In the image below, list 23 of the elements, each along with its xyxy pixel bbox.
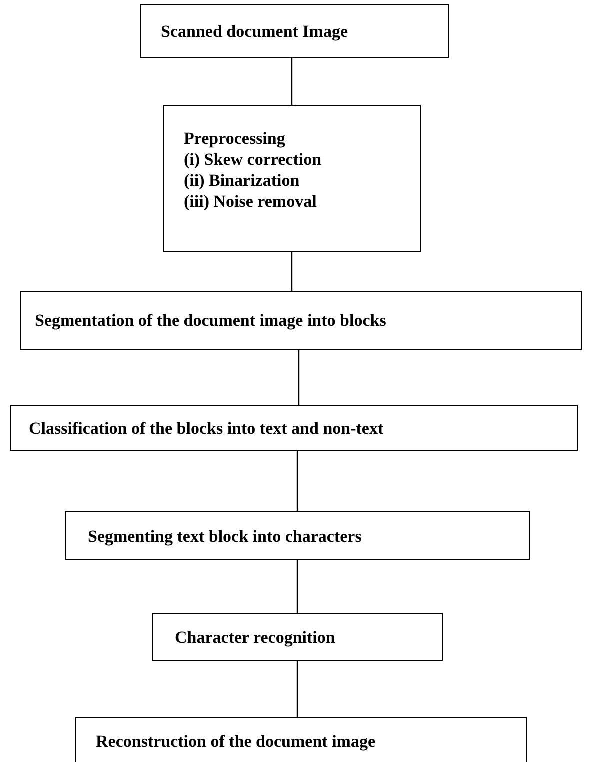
box-text: Classification of the blocks into text and non-text — [29, 418, 384, 439]
process-box — [163, 105, 421, 252]
box-text: Character recognition — [175, 627, 336, 648]
process-box — [20, 291, 582, 350]
box-text: Segmenting text block into characters — [88, 526, 362, 547]
connector-line — [296, 451, 298, 511]
connector-line — [298, 350, 300, 405]
connector-line — [296, 560, 298, 613]
process-box — [152, 613, 443, 661]
connector-line — [291, 58, 293, 105]
box-text: Preprocessing — [184, 128, 286, 149]
box-text: (iii) Noise removal — [184, 191, 317, 212]
process-box — [65, 511, 530, 560]
process-box — [75, 717, 527, 762]
box-text: (ii) Binarization — [184, 170, 300, 191]
connector-line — [296, 661, 298, 717]
box-text: Scanned document Image — [161, 21, 348, 42]
process-box — [140, 4, 449, 58]
box-text: (i) Skew correction — [184, 149, 322, 170]
connector-line — [291, 252, 293, 291]
box-text: Reconstruction of the document image — [96, 731, 376, 752]
box-text: Segmentation of the document image into blocks — [35, 310, 386, 331]
process-box — [10, 405, 578, 451]
